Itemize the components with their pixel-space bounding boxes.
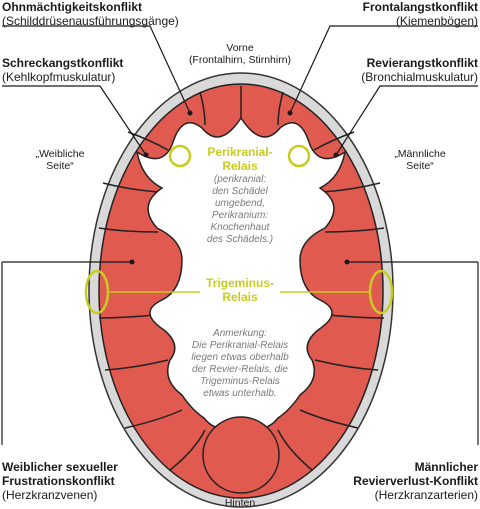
label-maennlich-title1: Männlicher bbox=[414, 460, 478, 474]
remark-note-2: Die Perikranial-Relais bbox=[191, 340, 289, 351]
orientation-female: „Weibliche Seite“ bbox=[20, 148, 100, 172]
label-frontalangst-sub: (Kiemenbögen) bbox=[395, 14, 478, 28]
pericranial-note-3: umgebend, bbox=[214, 198, 266, 209]
label-ohnmacht: Ohnmächtigkeitskonflikt (Schilddrüsenaus… bbox=[2, 0, 179, 28]
label-maennlich-title2: Revierverlust-Konflikt bbox=[353, 474, 478, 488]
trigeminus-relay-label-2: Relais bbox=[222, 290, 258, 304]
pericranial-relay-label-1: Perikranial- bbox=[207, 145, 273, 159]
remark-note-6: etwas unterhalb. bbox=[203, 388, 277, 399]
trigeminus-relay-label-1: Trigeminus- bbox=[205, 276, 274, 290]
pericranial-note-1: (perikranial: bbox=[213, 174, 267, 185]
remark-note-3: liegen etwas oberhalb bbox=[191, 352, 289, 363]
label-schreckangst: Schreckangstkonflikt (Kehlkopfmuskulatur… bbox=[2, 56, 123, 84]
label-ohnmacht-sub: (Schilddrüsenausführungsgänge) bbox=[2, 14, 179, 28]
remark-note-5: Trigeminus-Relais bbox=[200, 376, 280, 387]
label-weiblich-title1: Weiblicher sexueller bbox=[2, 460, 118, 474]
orientation-back: Hinten bbox=[200, 497, 280, 509]
orientation-front-1: Vorne bbox=[226, 42, 254, 54]
orientation-front: Vorne (Frontalhirn, Stirnhirn) bbox=[170, 42, 310, 66]
orientation-female-2: Seite“ bbox=[46, 160, 74, 172]
remark-note-1: Anmerkung: bbox=[213, 328, 267, 339]
label-ohnmacht-title: Ohnmächtigkeitskonflikt bbox=[2, 0, 143, 14]
pericranial-relay-right bbox=[287, 144, 311, 168]
pericranial-note-4: Perikranium: bbox=[211, 210, 269, 221]
label-weiblich-title2: Frustrationskonflikt bbox=[2, 474, 115, 488]
label-weiblich: Weiblicher sexueller Frustrationskonflik… bbox=[2, 460, 118, 502]
leader-lines bbox=[1, 25, 479, 445]
orientation-male-1: „Männliche bbox=[394, 148, 446, 160]
orientation-back-text: Hinten bbox=[224, 497, 256, 509]
remark-note-4: der Revier-Relais, die bbox=[192, 364, 288, 375]
label-revierangst-sub: (Bronchialmuskulatur) bbox=[361, 70, 478, 84]
orientation-female-1: „Weibliche bbox=[35, 148, 85, 160]
pericranial-relay-label: Perikranial- Relais bbox=[190, 145, 290, 173]
label-schreckangst-sub: (Kehlkopfmuskulatur) bbox=[2, 70, 116, 84]
pericranial-note: (perikranial: den Schädel umgebend, Peri… bbox=[190, 174, 290, 246]
remark-note: Anmerkung: Die Perikranial-Relais liegen… bbox=[170, 328, 310, 400]
pericranial-note-2: den Schädel bbox=[212, 186, 268, 197]
label-frontalangst: Frontalangstkonflikt (Kiemenbögen) bbox=[363, 0, 478, 28]
label-schreckangst-title: Schreckangstkonflikt bbox=[2, 56, 124, 70]
label-revierangst-title: Revierangstkonflikt bbox=[366, 56, 478, 70]
label-frontalangst-title: Frontalangstkonflikt bbox=[362, 0, 478, 14]
trigeminus-relay-label: Trigeminus- Relais bbox=[190, 276, 290, 304]
label-maennlich-sub: (Herzkranzarterien) bbox=[374, 488, 478, 502]
label-revierangst: Revierangstkonflikt (Bronchialmuskulatur… bbox=[361, 56, 478, 84]
label-weiblich-sub: (Herzkranzvenen) bbox=[2, 488, 98, 502]
pericranial-note-6: des Schädels.) bbox=[206, 234, 274, 245]
orientation-front-2: (Frontalhirn, Stirnhirn) bbox=[188, 54, 292, 66]
pericranial-relay-label-2: Relais bbox=[222, 159, 258, 173]
pericranial-relay-left bbox=[168, 144, 192, 168]
orientation-male-2: Seite“ bbox=[406, 160, 434, 172]
label-maennlich: Männlicher Revierverlust-Konflikt (Herzk… bbox=[353, 460, 478, 502]
leader-dots bbox=[129, 110, 350, 265]
bottom-center-lobe bbox=[202, 416, 280, 494]
orientation-male: „Männliche Seite“ bbox=[380, 148, 460, 172]
pericranial-note-5: Knochenhaut bbox=[210, 222, 270, 233]
